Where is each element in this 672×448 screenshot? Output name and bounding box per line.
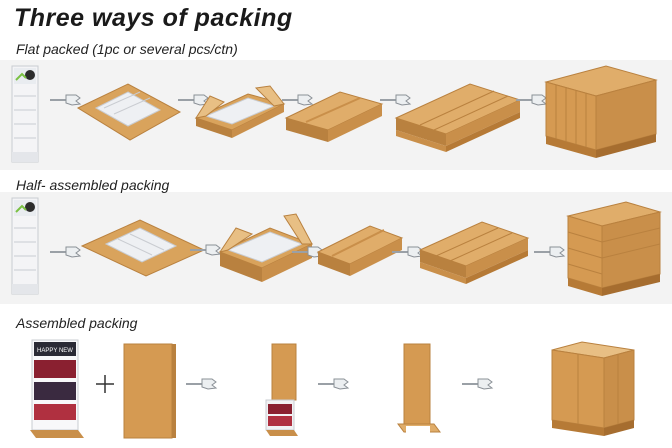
arrow-icon [533, 246, 565, 258]
palletized-assembled-cartons-icon [551, 341, 635, 436]
arrow-icon [281, 94, 313, 106]
page-title: Three ways of packing [14, 4, 293, 32]
palletized-half-assembled-stack-icon [566, 201, 662, 296]
arrow-icon [49, 246, 81, 258]
palletized-flat-stack-icon [544, 65, 658, 158]
flat-carton-sheet-icon [76, 83, 182, 141]
open-carton-icon [194, 85, 286, 138]
display-stand-icon [11, 197, 39, 295]
palletized-half-assembled-icon [418, 221, 530, 284]
half-assembled-open-carton-icon [218, 213, 314, 282]
carton-sleeve-lowered-icon [397, 343, 441, 434]
arrow-icon [185, 378, 217, 390]
closed-flat-carton-icon [284, 91, 384, 142]
plus-icon [96, 375, 114, 393]
arrow-icon [177, 94, 209, 106]
half-assembled-closed-carton-icon [316, 225, 404, 276]
half-assembled-sheet-icon [80, 219, 206, 277]
section-label-half-assembled: Half- assembled packing [16, 177, 170, 193]
arrow-icon [461, 378, 493, 390]
palletized-flat-cartons-icon [394, 83, 522, 152]
arrow-icon [49, 94, 81, 106]
section-label-assembled: Assembled packing [16, 315, 138, 331]
section-label-flat-packed: Flat packed (1pc or several pcs/ctn) [16, 41, 238, 57]
tall-carton-icon [123, 343, 176, 439]
display-brand-text: HAPPY NEW [37, 348, 73, 354]
arrow-icon [379, 94, 411, 106]
arrow-icon [317, 378, 349, 390]
display-stand-icon [11, 65, 39, 163]
carton-sleeve-over-display-icon [265, 343, 298, 436]
assembled-display-stand-icon: HAPPY NEW [30, 339, 84, 438]
arrow-icon [515, 94, 547, 106]
